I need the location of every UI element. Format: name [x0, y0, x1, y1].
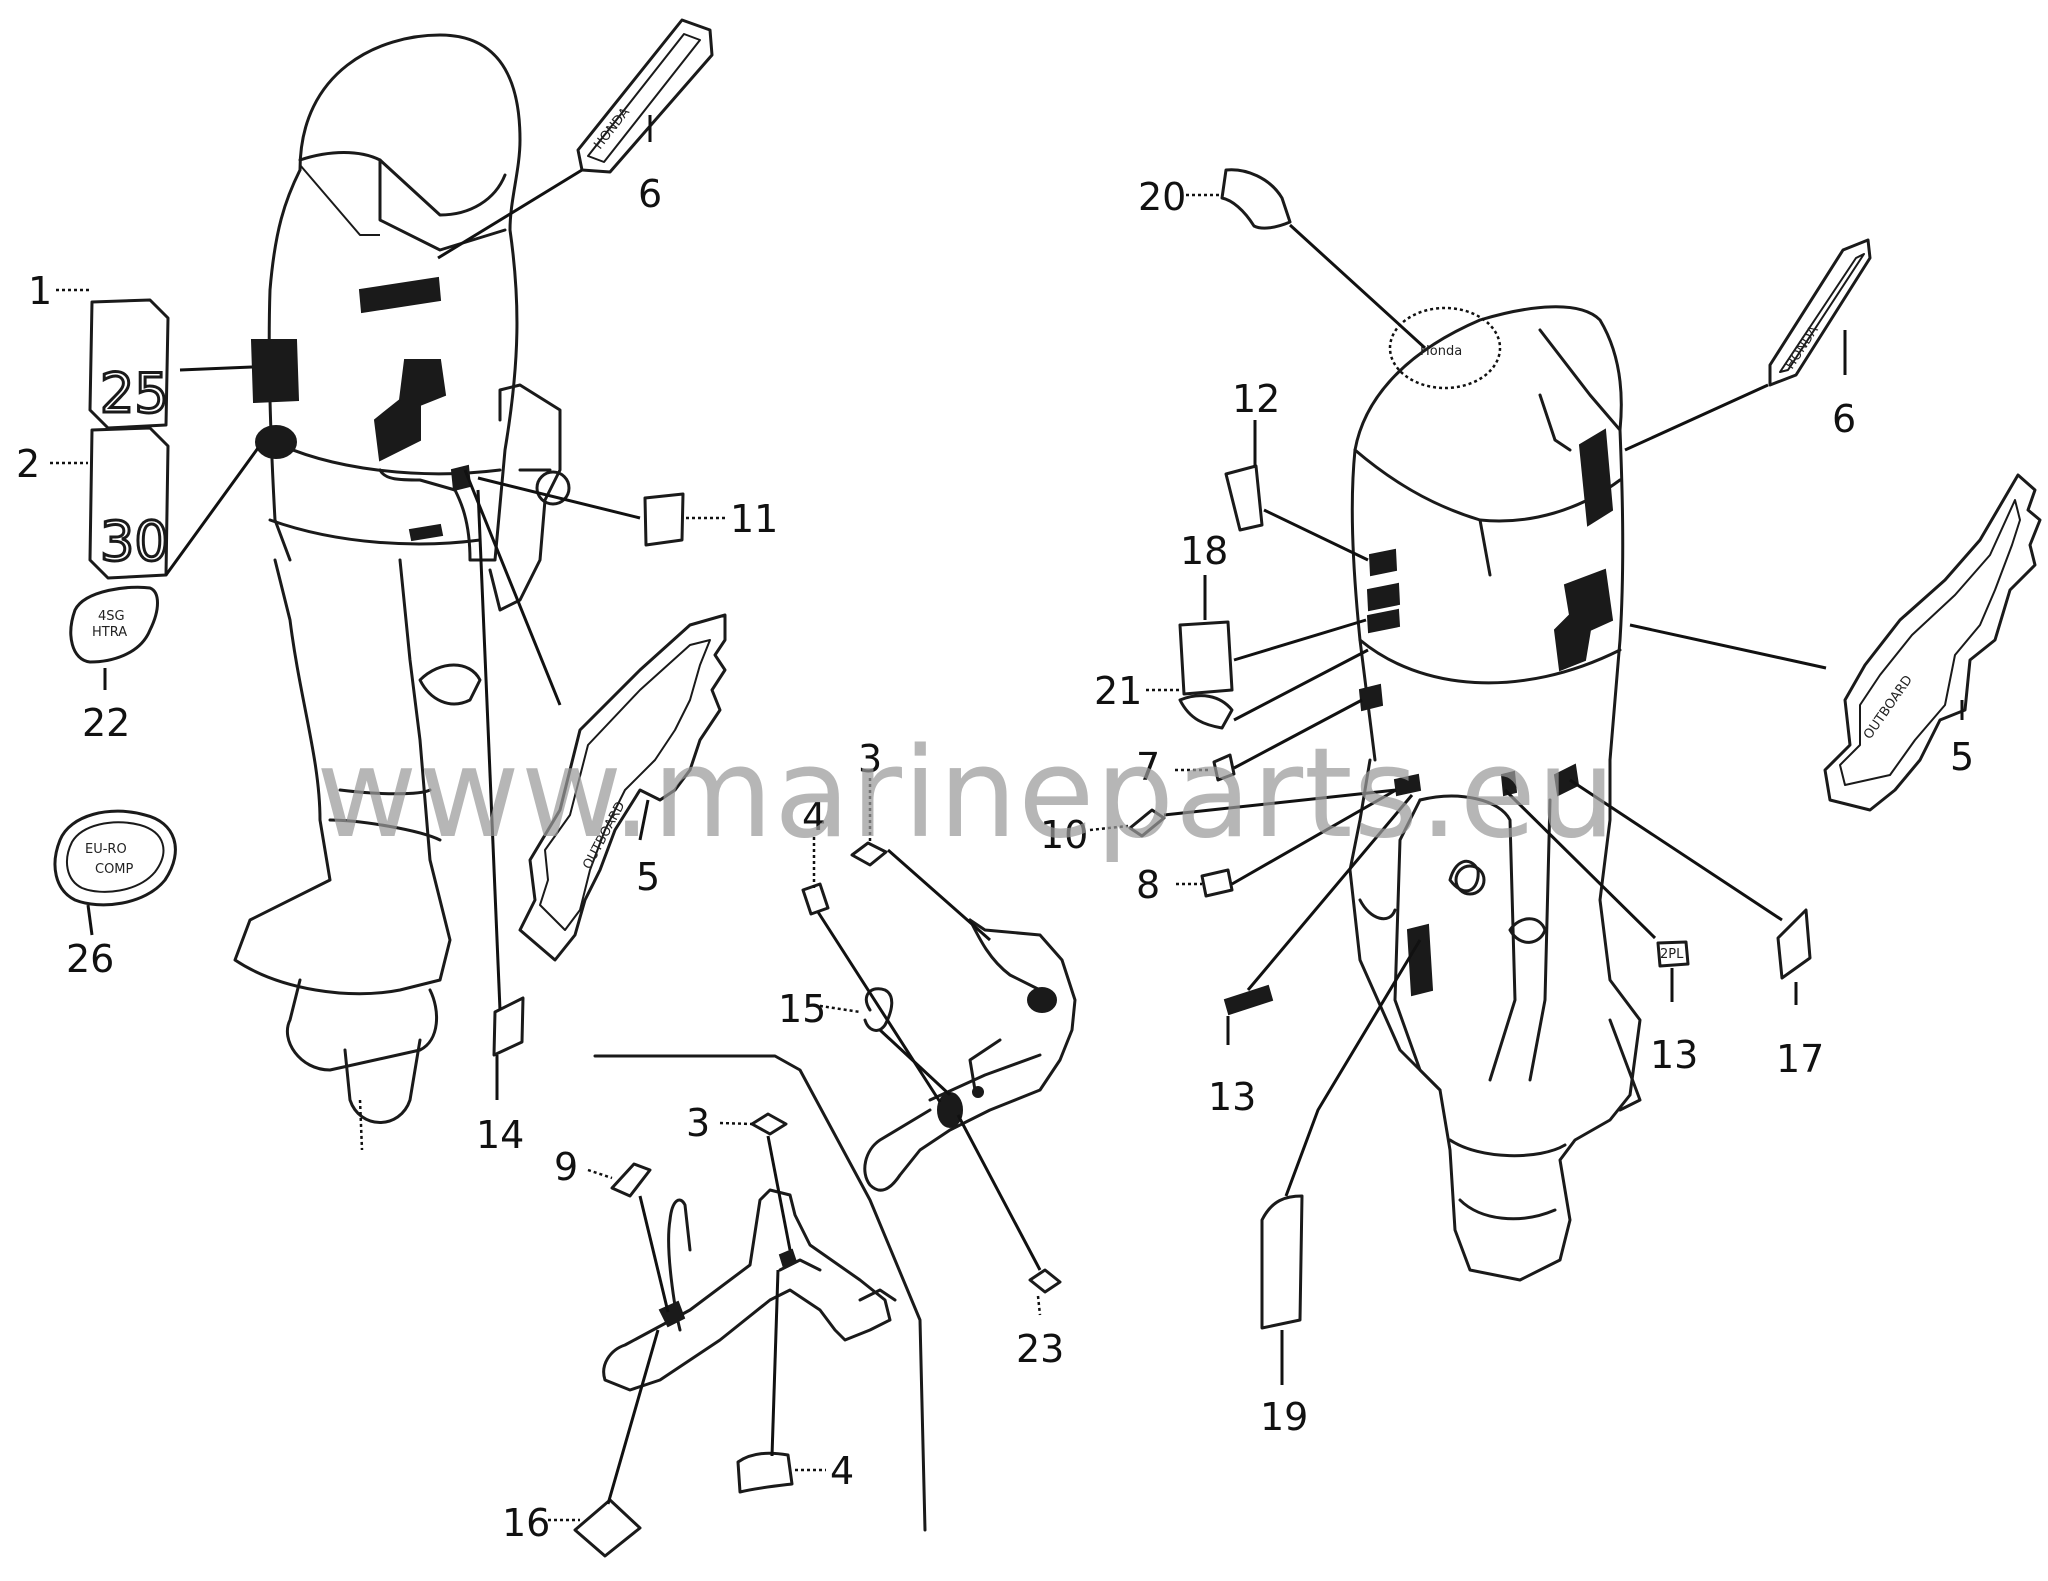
callout-4-upper: 4 — [802, 795, 826, 839]
steering-handle-upper — [863, 918, 1077, 1192]
section-divider-line — [593, 1054, 927, 1532]
callout-3-lower: 3 — [686, 1101, 710, 1145]
callout-5-left: 5 — [636, 855, 660, 899]
part-16-label — [573, 1498, 642, 1558]
callout-8: 8 — [1136, 863, 1160, 907]
svg-text:OUTBOARD: OUTBOARD — [1861, 673, 1916, 742]
part-14-label — [492, 996, 525, 1057]
callout-16: 16 — [502, 1501, 550, 1545]
part-11-label — [643, 492, 685, 547]
callout-13-right: 13 — [1650, 1033, 1698, 1077]
svg-text:2PL: 2PL — [1660, 947, 1684, 962]
part-12-label — [1224, 464, 1264, 532]
part-3-label-upper — [850, 841, 888, 867]
callout-18: 18 — [1180, 529, 1228, 573]
callout-13-left: 13 — [1208, 1075, 1256, 1119]
callout-11: 11 — [730, 497, 778, 541]
callout-14: 14 — [476, 1113, 524, 1157]
svg-text:HONDA: HONDA — [591, 105, 633, 152]
callout-4-lower: 4 — [830, 1449, 854, 1493]
callout-1: 1 — [28, 269, 52, 313]
part-13-label-right: 2PL — [1656, 940, 1690, 968]
left-outboard-motor — [233, 33, 571, 1151]
svg-text:4SG: 4SG — [98, 609, 125, 624]
svg-text:EU-RO: EU-RO — [85, 842, 127, 857]
callout-19: 19 — [1260, 1395, 1308, 1439]
part-10-label — [1128, 808, 1166, 838]
part-17-label — [1776, 908, 1812, 980]
callout-2: 2 — [16, 442, 40, 486]
part-2-30-badge: 30 — [88, 426, 170, 580]
callout-23: 23 — [1016, 1327, 1064, 1371]
part-4-label-upper — [801, 882, 830, 916]
callout-6-right: 6 — [1832, 397, 1856, 441]
callout-10: 10 — [1040, 813, 1088, 857]
callout-15: 15 — [778, 987, 826, 1031]
callout-21: 21 — [1094, 669, 1142, 713]
callout-6-left: 6 — [638, 172, 662, 216]
callout-7: 7 — [1136, 745, 1160, 789]
part-22-oval-badge: 4SG HTRA — [69, 585, 159, 664]
part-26-oval-badge: EU-RO COMP — [53, 809, 177, 907]
right-outboard-motor: Honda — [1348, 305, 1642, 1282]
svg-text:COMP: COMP — [95, 862, 134, 877]
callout-22: 22 — [82, 701, 130, 745]
svg-text:Honda: Honda — [1420, 344, 1462, 359]
part-9-label — [610, 1162, 652, 1198]
callout-20: 20 — [1138, 175, 1186, 219]
part-5-side-decal-right: OUTBOARD — [1823, 473, 2042, 812]
callout-3-upper: 3 — [858, 737, 882, 781]
watermark: www.marineparts.eu — [316, 722, 1617, 866]
part-19-label — [1260, 1194, 1304, 1330]
part-4-label-lower — [736, 1451, 794, 1494]
part-3-label-lower — [750, 1112, 788, 1136]
callout-9: 9 — [554, 1145, 578, 1189]
callout-12: 12 — [1232, 377, 1280, 421]
callout-17: 17 — [1776, 1037, 1824, 1081]
part-15-loop — [863, 987, 894, 1032]
tiller-handle-lower — [602, 1188, 897, 1392]
part-8-label — [1200, 868, 1234, 898]
part-21-label — [1178, 694, 1234, 730]
callout-numbers: 1 2 6 22 26 5 11 14 3 4 15 23 3 9 4 16 2… — [16, 172, 1974, 1545]
svg-text:HTRA: HTRA — [92, 625, 127, 640]
part-7-label — [1212, 753, 1236, 782]
callout-5-right: 5 — [1950, 735, 1974, 779]
part-18-label — [1178, 620, 1234, 696]
svg-text:30: 30 — [100, 510, 169, 573]
leader-lines — [50, 115, 1964, 1522]
part-23-label — [1028, 1268, 1062, 1294]
callout-26: 26 — [66, 937, 114, 981]
part-6-honda-decal-left: HONDA — [576, 18, 714, 174]
part-20-decal — [1220, 168, 1292, 230]
part-13-label-left — [1223, 984, 1274, 1016]
part-6-honda-decal-right: HONDA — [1768, 238, 1872, 387]
svg-text:25: 25 — [100, 362, 169, 425]
part-1-25-badge: 25 — [88, 298, 170, 430]
